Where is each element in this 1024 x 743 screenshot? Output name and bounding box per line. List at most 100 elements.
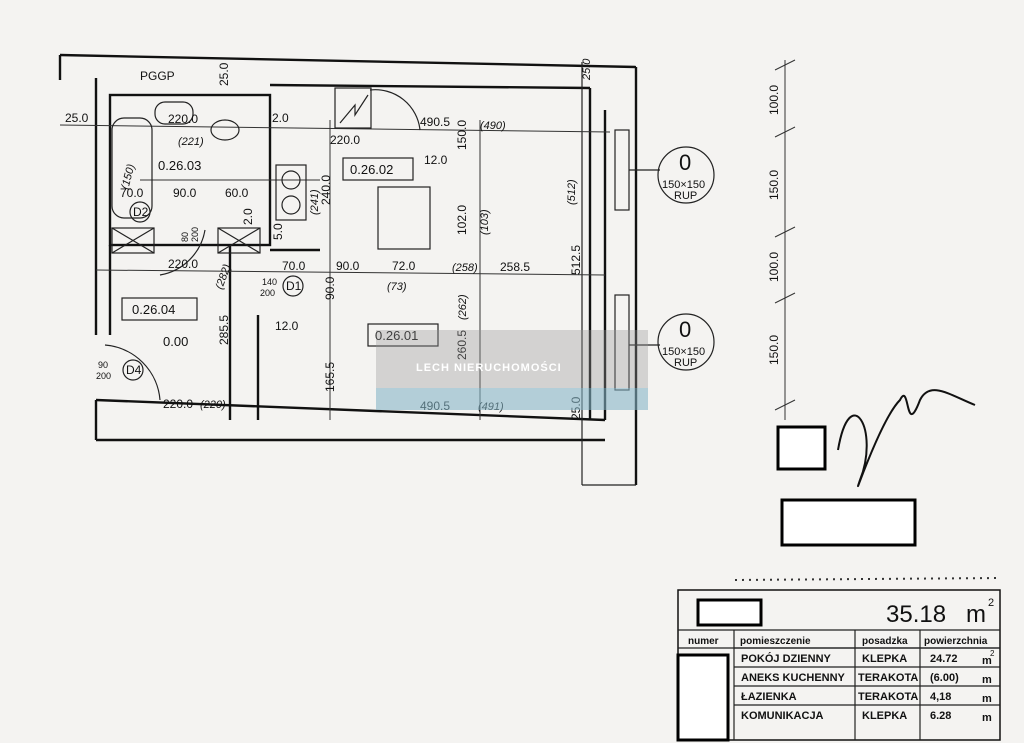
dimension-label: 140	[262, 277, 277, 287]
dimension-label: m	[982, 674, 992, 686]
dimension-label: 90.0	[336, 259, 360, 273]
dimension-label: 220.0	[168, 112, 198, 126]
dimension-label: 25.0	[217, 62, 231, 86]
dimension-label: ŁAZIENKA	[741, 691, 797, 703]
dimension-label: 24.72	[930, 653, 958, 665]
table-row: KOMUNIKACJA KLEPKA 6.28 m	[741, 710, 992, 724]
toilet	[210, 119, 240, 141]
cooker	[377, 186, 431, 250]
dimension-label: 0	[679, 150, 691, 175]
dimension-label: 490.5	[420, 399, 450, 413]
dimension-label: 150.0	[455, 120, 469, 150]
dimension-label: (6.00)	[930, 672, 959, 684]
room-labels: 0.26.02 0.26.01 0.26.04 0.26.03 0.00 PGG…	[121, 69, 439, 349]
dimension-label: 220.0	[163, 397, 193, 411]
dimension-label: m	[966, 601, 986, 628]
watermark: LECH NIERUCHOMOŚCI	[376, 330, 648, 410]
dimension-label: TERAKOTA	[858, 672, 918, 684]
dimension-label: 100.0	[767, 85, 781, 115]
walls	[58, 53, 638, 486]
dimension-label: m	[982, 655, 992, 667]
dimension-label: 512.5	[569, 245, 583, 275]
room-label-kitchen: 0.26.02	[350, 162, 393, 177]
dimension-label: 25.0	[569, 396, 583, 420]
dimension-label: TERAKOTA	[858, 691, 918, 703]
window-tag-1	[657, 146, 715, 204]
kitchen-sink	[275, 164, 307, 221]
dimension-label: 240.0	[319, 175, 333, 205]
dimension-label: POKÓJ DZIENNY	[741, 652, 832, 665]
dimension-label: 220.0	[168, 257, 198, 271]
header-numer: numer	[688, 636, 719, 647]
dimension-label: D4	[126, 363, 142, 377]
dimension-label: 200	[96, 371, 111, 381]
dimension-label: 150×150	[662, 346, 705, 358]
dimension-label: (241)	[309, 189, 321, 215]
redaction-box	[780, 498, 917, 547]
side-dimensions: 100.0 150.0 100.0 150.0	[767, 85, 781, 365]
dimension-label: 72.0	[392, 259, 416, 273]
dimension-label: ANEKS KUCHENNY	[741, 672, 846, 684]
dimension-label: KLEPKA	[862, 710, 907, 722]
dimension-label: m	[982, 693, 992, 705]
dimension-label: KOMUNIKACJA	[741, 710, 824, 722]
window-tag-2	[657, 313, 715, 371]
redaction-box	[696, 598, 763, 627]
dimension-label: 260.5	[455, 330, 469, 360]
dimension-label: 220.0	[330, 133, 360, 147]
dimension-label: 2.0	[272, 111, 289, 125]
dimension-label: (512)	[566, 179, 578, 205]
dimension-label: 258.5	[500, 260, 530, 274]
dimension-label: 150.0	[767, 335, 781, 365]
table-row: ŁAZIENKA TERAKOTA 4,18 m	[741, 691, 992, 705]
dimension-label: 6.28	[930, 710, 951, 722]
dimension-label: 150.0	[767, 170, 781, 200]
washbasin	[154, 101, 194, 125]
dimension-label: D1	[286, 279, 302, 293]
dimension-label: 285.5	[217, 315, 231, 345]
dimension-label: (221)	[178, 136, 204, 148]
dimension-label: 2	[988, 597, 994, 609]
chimney	[334, 87, 372, 129]
level-label: 0.00	[163, 334, 188, 349]
dimension-label: (262)	[457, 294, 469, 320]
table-row: POKÓJ DZIENNY KLEPKA 24.72 m	[741, 652, 992, 667]
room-label-bathroom: 0.26.03	[158, 158, 201, 173]
dimension-label: 70.0	[120, 186, 144, 200]
dimension-label: (73)	[387, 281, 407, 293]
dimension-label: (220)	[200, 399, 226, 411]
dimension-label: m	[982, 712, 992, 724]
dimension-label: 100.0	[767, 252, 781, 282]
dimension-label: 12.0	[424, 153, 448, 167]
dimension-label: 0	[679, 317, 691, 342]
dimension-label: 200	[260, 288, 275, 298]
dimension-label: 90	[98, 360, 108, 370]
dimension-label: 490.5	[420, 115, 450, 129]
dimension-label: (103)	[479, 209, 491, 235]
dimension-label: (491)	[478, 401, 504, 413]
dimension-label: 25.0	[65, 111, 89, 125]
dimension-label: RUP	[674, 190, 697, 202]
door-tags: D2 80 200 D1 140 200 D4 90 200	[96, 205, 302, 381]
window-tags: 0 150×150 RUP 0 150×150 RUP	[662, 150, 705, 369]
dimension-label: RUP	[674, 357, 697, 369]
dimension-label: KLEPKA	[862, 653, 907, 665]
header-pomieszczenie: pomieszczenie	[740, 636, 811, 647]
dimension-label: 200	[190, 227, 200, 242]
dimension-label: 150×150	[662, 179, 705, 191]
area-table: 35.18 m 2 numer pomieszczenie posadzka p…	[676, 589, 1001, 742]
dimension-label: (258)	[452, 262, 478, 274]
room-label-living: 0.26.01	[375, 328, 418, 343]
redaction-box	[776, 425, 827, 471]
total-area: 35.18	[886, 601, 946, 628]
table-row: ANEKS KUCHENNY TERAKOTA (6.00) m	[741, 672, 992, 686]
dimension-label: 90.0	[173, 186, 197, 200]
dimension-label: 80	[180, 232, 190, 242]
dimension-label: (490)	[480, 120, 506, 132]
vent-label: PGGP	[140, 69, 175, 83]
watermark-text: LECH NIERUCHOMOŚCI	[416, 362, 562, 374]
dimension-label: 60.0	[225, 186, 249, 200]
dimension-texts: 25.0 25.0 2.0 220.0 490.5 (490) 150.0 12…	[65, 58, 593, 420]
dimension-label: 4,18	[930, 691, 951, 703]
